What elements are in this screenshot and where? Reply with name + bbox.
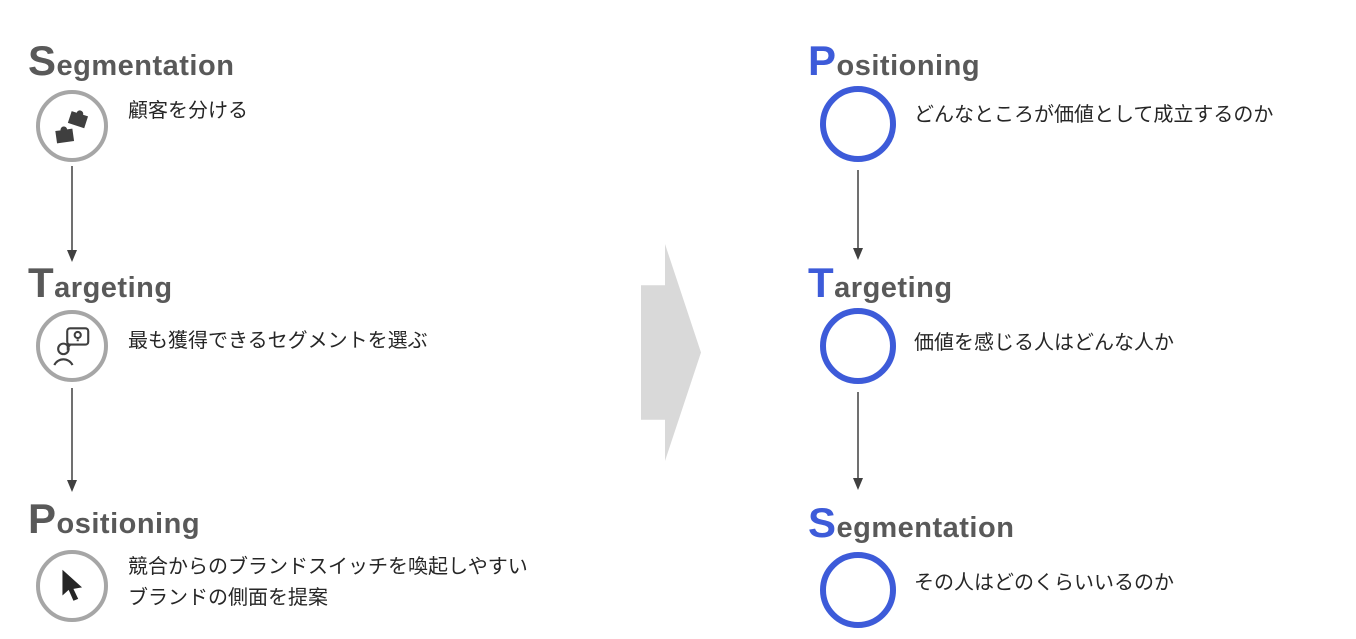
down-arrow <box>853 170 863 260</box>
title-rest: ositioning <box>836 50 981 82</box>
cursor-icon-glyph <box>62 569 83 601</box>
puzzle-icon-glyph <box>55 110 89 144</box>
left-desc-positioning: 競合からのブランドスイッチを喚起しやすい ブランドの側面を提案 <box>128 552 528 614</box>
segmentation-circle <box>820 552 896 628</box>
desc-line-2: ブランドの側面を提案 <box>128 587 328 609</box>
down-arrow <box>67 166 77 262</box>
left-desc-targeting: 最も獲得できるセグメントを選ぶ <box>128 330 428 352</box>
puzzle-icon <box>36 90 108 162</box>
left-title-positioning: Positioning <box>28 498 200 540</box>
right-title-positioning: Positioning <box>808 40 980 82</box>
down-arrow <box>853 392 863 490</box>
desc-line-1: 競合からのブランドスイッチを喚起しやすい <box>128 556 528 578</box>
title-initial: P <box>28 495 57 542</box>
right-title-targeting: Targeting <box>808 262 953 304</box>
title-initial: T <box>808 259 835 306</box>
left-title-targeting: Targeting <box>28 262 173 304</box>
left-title-segmentation: Segmentation <box>28 40 234 82</box>
title-rest: argeting <box>834 272 953 304</box>
title-initial: S <box>28 37 57 84</box>
right-desc-segmentation: その人はどのくらいいるのか <box>914 572 1174 594</box>
down-arrow <box>67 388 77 492</box>
idea-person-icon <box>36 310 108 382</box>
title-rest: egmentation <box>836 512 1015 544</box>
title-initial: S <box>808 499 837 546</box>
title-initial: P <box>808 37 837 84</box>
right-desc-positioning: どんなところが価値として成立するのか <box>914 104 1274 126</box>
title-rest: ositioning <box>56 508 201 540</box>
title-rest: egmentation <box>56 50 235 82</box>
targeting-circle <box>820 308 896 384</box>
transform-right-arrow <box>641 244 701 461</box>
right-title-segmentation: Segmentation <box>808 502 1014 544</box>
left-desc-segmentation: 顧客を分ける <box>128 100 248 122</box>
cursor-icon <box>36 550 108 622</box>
positioning-circle <box>820 86 896 162</box>
right-desc-targeting: 価値を感じる人はどんな人か <box>914 332 1174 354</box>
title-rest: argeting <box>54 272 173 304</box>
idea-person-icon-glyph <box>53 327 90 366</box>
title-initial: T <box>28 259 55 306</box>
